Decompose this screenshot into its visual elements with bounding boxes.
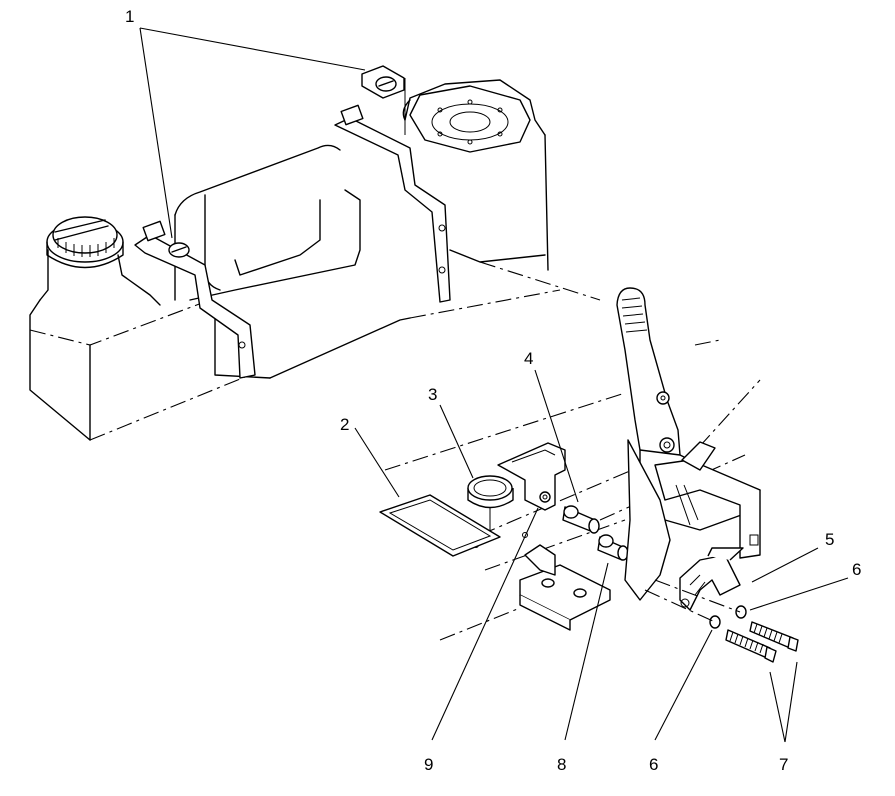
washer-icon bbox=[709, 615, 721, 629]
callout-7: 7 bbox=[779, 755, 788, 774]
callout-2: 2 bbox=[340, 415, 349, 434]
screw-icon bbox=[168, 242, 190, 258]
mounting-bracket bbox=[497, 442, 566, 511]
callout-6-upper: 6 bbox=[852, 560, 861, 579]
spring-clip bbox=[679, 547, 744, 611]
pin-lower bbox=[597, 534, 629, 561]
strap-rear bbox=[334, 104, 451, 303]
pin-upper bbox=[562, 505, 600, 534]
callout-3: 3 bbox=[428, 385, 437, 404]
washer-icon bbox=[735, 605, 747, 619]
callout-4: 4 bbox=[524, 349, 533, 368]
grommet-icon bbox=[467, 475, 514, 509]
callout-8: 8 bbox=[557, 755, 566, 774]
tank-flange-icon bbox=[409, 85, 531, 153]
decal-plate bbox=[379, 494, 501, 557]
leader-lines bbox=[139, 27, 849, 743]
callout-9: 9 bbox=[424, 755, 433, 774]
fuel-cap-icon bbox=[46, 216, 124, 269]
fuel-tank-assembly bbox=[29, 65, 601, 441]
callout-1: 1 bbox=[125, 7, 134, 26]
strap-front bbox=[134, 220, 256, 379]
screw-icon bbox=[361, 65, 405, 99]
callout-5: 5 bbox=[825, 530, 834, 549]
callout-6-lower: 6 bbox=[649, 755, 658, 774]
bolt-icon bbox=[725, 629, 777, 663]
hand-lever bbox=[616, 287, 761, 601]
bolt-icon bbox=[749, 621, 799, 652]
lower-bracket bbox=[519, 544, 611, 631]
